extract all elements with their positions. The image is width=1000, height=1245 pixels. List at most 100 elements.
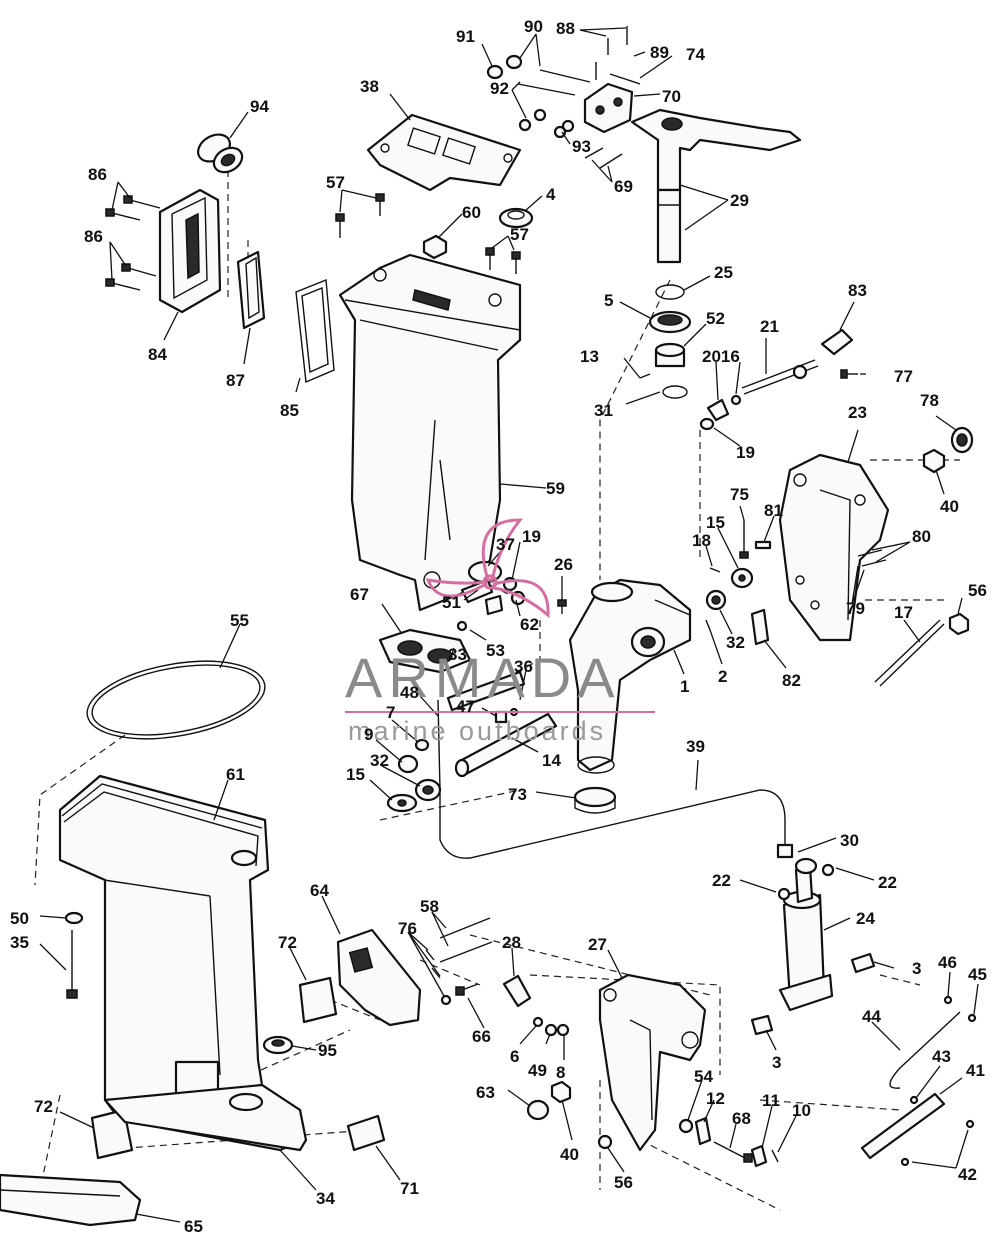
pins-part-3 [750, 952, 876, 1036]
callout-9: 9 [364, 725, 373, 744]
callout-58: 58 [420, 897, 439, 916]
callout-72-lower: 72 [34, 1097, 53, 1116]
callout-33: 33 [448, 645, 467, 664]
callout-10: 10 [792, 1101, 811, 1120]
callout-13: 13 [580, 347, 599, 366]
lower-housing-part-61 [58, 774, 307, 1152]
seal-part-5 [648, 310, 692, 334]
pin-part-77 [840, 369, 858, 379]
tube-part-14 [454, 712, 558, 778]
callout-46: 46 [938, 953, 957, 972]
callout-76: 76 [398, 919, 417, 938]
seal-ring-part-55 [86, 660, 266, 740]
callout-34: 34 [316, 1189, 335, 1208]
screw-part-66 [455, 983, 479, 996]
small-parts-76 [425, 949, 452, 1006]
armada-watermark: ARMADA marine outboards [345, 518, 655, 746]
steering-arm-part-29 [630, 108, 802, 264]
callout-36: 36 [514, 657, 533, 676]
callout-64: 64 [310, 881, 329, 900]
callout-63: 63 [476, 1083, 495, 1102]
block-part-72-upper [298, 976, 338, 1024]
callout-18: 18 [692, 531, 711, 550]
callout-31: 31 [594, 401, 613, 420]
callout-52: 52 [706, 309, 725, 328]
callout-45: 45 [968, 965, 987, 984]
swivel-bracket-part-1 [568, 578, 692, 774]
callout-26: 26 [554, 555, 573, 574]
callout-94: 94 [250, 97, 269, 116]
spring-part-44 [889, 1011, 961, 1089]
plate-part-87 [236, 250, 266, 330]
nut-part-60 [422, 234, 448, 260]
callout-32-lower: 32 [370, 751, 389, 770]
callout-49: 49 [528, 1061, 547, 1080]
bushing-part-32-upper [705, 589, 727, 611]
screws-part-80 [857, 549, 887, 567]
watermark-tagline: marine outboards [348, 716, 606, 746]
callout-15-left: 15 [346, 765, 365, 784]
washer-part-50 [64, 911, 84, 925]
gasket-part-38 [366, 113, 522, 192]
callout-57-left: 57 [326, 173, 345, 192]
callout-39: 39 [686, 737, 705, 756]
callout-86-upper: 86 [88, 165, 107, 184]
callout-labels: 91 90 88 89 74 92 70 38 94 93 69 29 86 8… [10, 17, 987, 1236]
mount-part-95 [262, 1035, 294, 1055]
callout-60: 60 [462, 203, 481, 222]
callout-80: 80 [912, 527, 931, 546]
nut-part-56-upper [948, 612, 970, 636]
callout-12: 12 [706, 1089, 725, 1108]
callout-21: 21 [760, 317, 779, 336]
callout-42: 42 [958, 1165, 977, 1184]
screws-part-86 [105, 195, 161, 291]
callout-7: 7 [386, 703, 395, 722]
nut-part-78 [950, 426, 974, 454]
callout-83: 83 [848, 281, 867, 300]
callout-84: 84 [148, 345, 167, 364]
callout-43: 43 [932, 1047, 951, 1066]
callout-73: 73 [508, 785, 527, 804]
callout-68: 68 [732, 1109, 751, 1128]
cable-part-48 [437, 699, 441, 791]
callout-61: 61 [226, 765, 245, 784]
screws-part-57 [335, 193, 521, 274]
washer-parts-left [386, 738, 442, 813]
callout-22-right: 22 [878, 873, 897, 892]
screw-part-26 [557, 599, 567, 614]
nut-part-40-upper [922, 448, 946, 474]
bracket-part-64 [336, 928, 422, 1027]
callout-40-lower: 40 [560, 1145, 579, 1164]
callout-22-left: 22 [712, 871, 731, 890]
bushing-part-52 [654, 342, 686, 368]
plate-part-67 [378, 628, 472, 674]
block-part-72-lower [90, 1108, 134, 1160]
callout-41: 41 [966, 1061, 985, 1080]
callout-15-right: 15 [706, 513, 725, 532]
bracket-part-70 [583, 82, 634, 134]
callout-65: 65 [184, 1217, 203, 1236]
clamp-bracket-part-23 [778, 453, 890, 642]
seal-part-4 [498, 207, 534, 229]
callout-2: 2 [718, 667, 727, 686]
small-parts-45-46 [943, 995, 977, 1023]
cylinder-part-24 [777, 857, 835, 1012]
callout-6: 6 [510, 1047, 519, 1066]
top-hardware-parts [486, 26, 641, 139]
callout-40-upper: 40 [940, 497, 959, 516]
callout-27: 27 [588, 935, 607, 954]
callout-44: 44 [862, 1007, 881, 1026]
callout-87: 87 [226, 371, 245, 390]
callout-53: 53 [486, 641, 505, 660]
callout-8: 8 [556, 1063, 565, 1082]
callout-51: 51 [442, 593, 461, 612]
parts [0, 26, 977, 1227]
callout-19-center: 19 [522, 527, 541, 546]
ring-part-31 [662, 385, 688, 399]
callout-25: 25 [714, 263, 733, 282]
callout-69: 69 [614, 177, 633, 196]
callout-17: 17 [894, 603, 913, 622]
callout-88: 88 [556, 19, 575, 38]
clamp-bracket-part-27 [598, 973, 707, 1152]
